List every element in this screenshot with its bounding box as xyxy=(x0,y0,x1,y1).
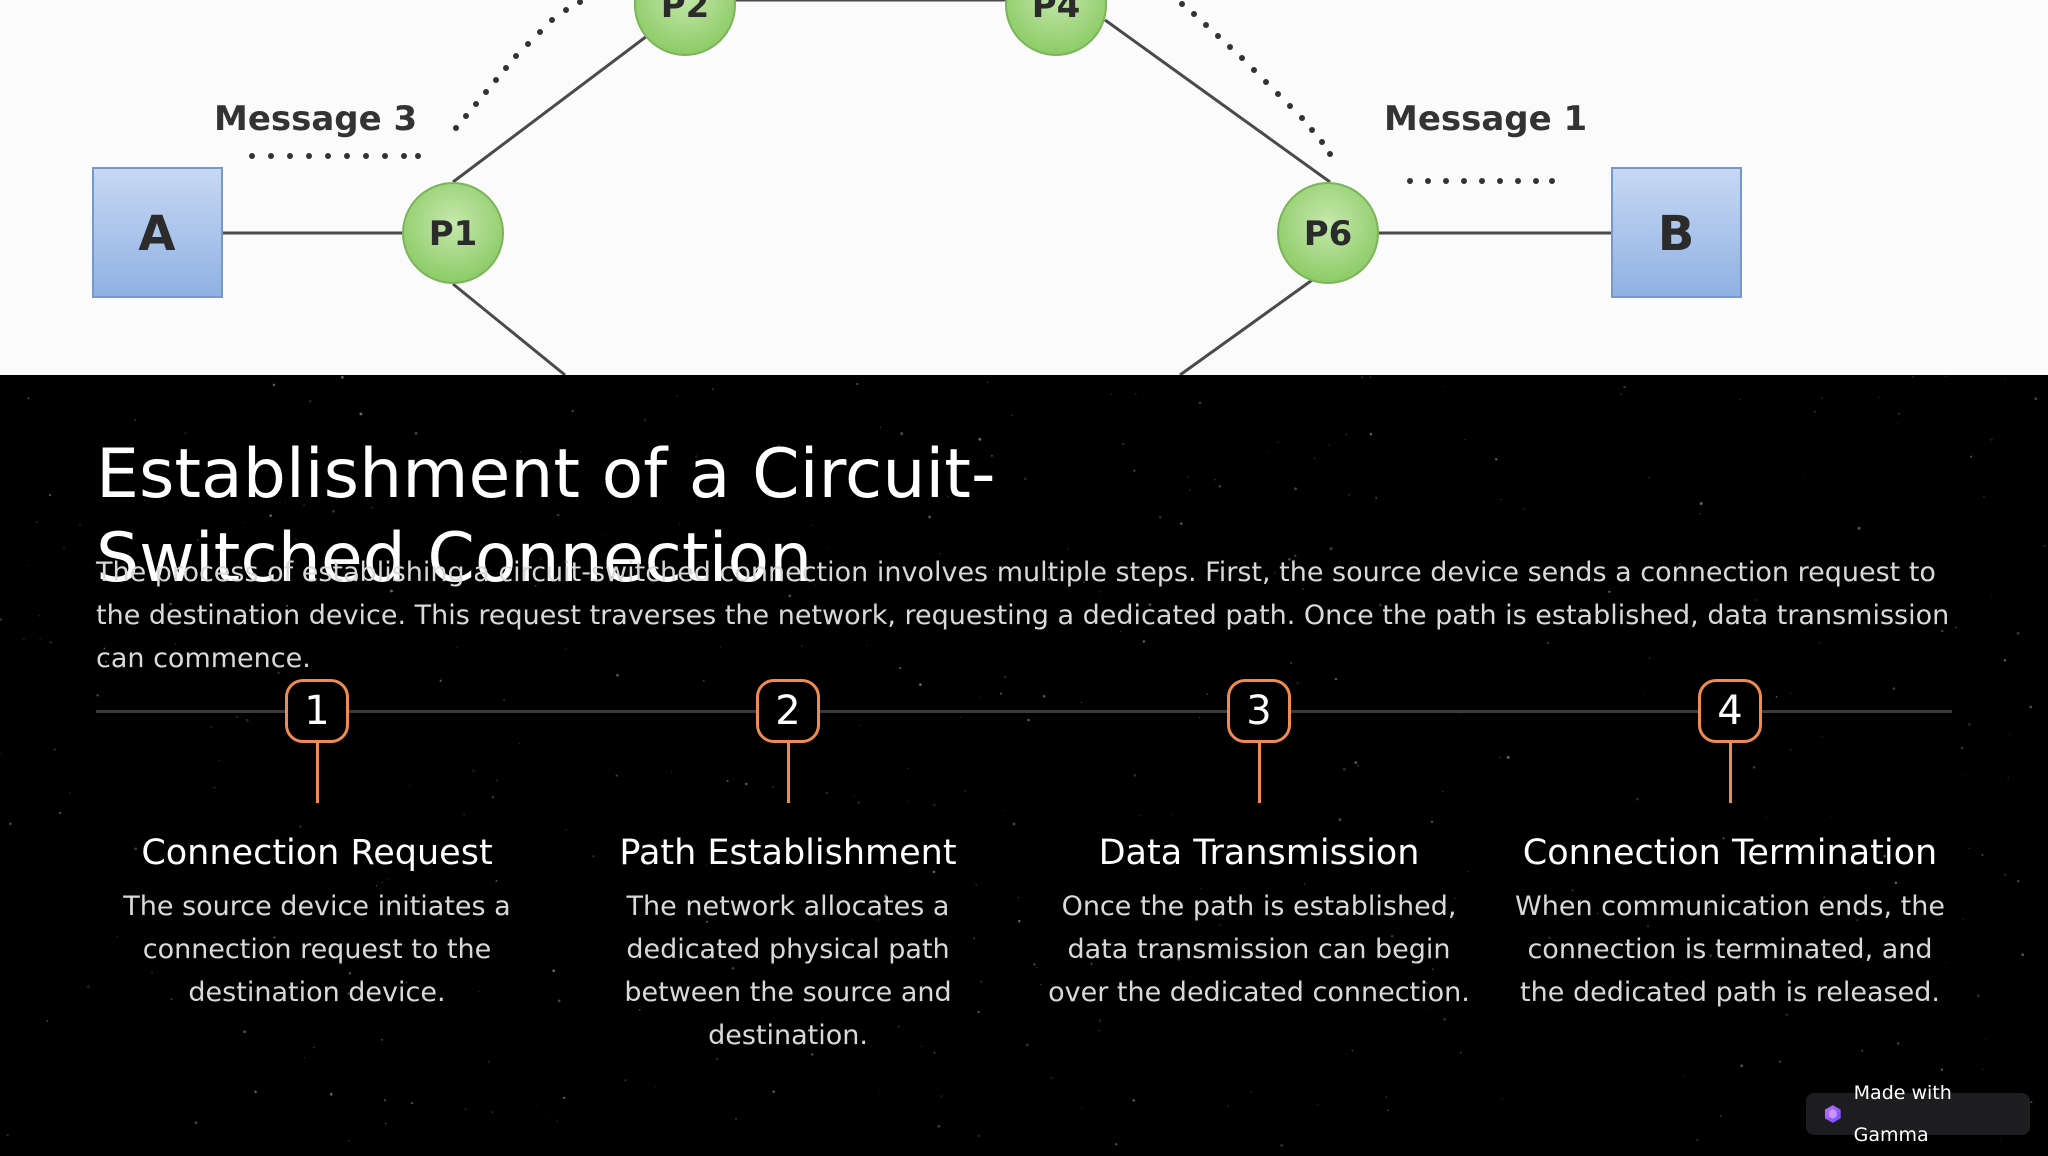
intro-paragraph: The process of establishing a circuit-sw… xyxy=(96,557,1950,674)
message-dots xyxy=(249,0,1555,184)
timeline-step-3: 3 Data Transmission Once the path is est… xyxy=(1024,679,1494,1014)
endpoint-a xyxy=(92,167,223,298)
circuit-switching-diagram: Message 3 Message 1 A B P1 P2 P4 P6 xyxy=(0,0,2048,375)
content-section: Establishment of a Circuit-Switched Conn… xyxy=(0,375,2048,1152)
endpoint-b-label: B xyxy=(1658,206,1695,262)
router-p6-label: P6 xyxy=(1304,214,1353,254)
step-number-badge: 1 xyxy=(285,679,349,743)
router-p2 xyxy=(634,0,736,56)
timeline-step-1: 1 Connection Request The source device i… xyxy=(82,679,552,1014)
timeline-step-4: 4 Connection Termination When communicat… xyxy=(1495,679,1965,1014)
step-description: The network allocates a dedicated physic… xyxy=(624,891,952,1051)
step-title: Connection Request xyxy=(141,833,493,873)
router-p6 xyxy=(1277,182,1379,284)
diagram-links xyxy=(222,0,1612,375)
step-description: When communication ends, the connection … xyxy=(1515,891,1945,1008)
step-connector xyxy=(1257,743,1261,803)
step-connector xyxy=(1728,743,1732,803)
step-connector xyxy=(315,743,319,803)
router-p2-label: P2 xyxy=(661,0,710,26)
router-p1-label: P1 xyxy=(429,214,478,254)
endpoint-a-label: A xyxy=(138,206,175,262)
step-description: The source device initiates a connection… xyxy=(123,891,511,1008)
message-1-label: Message 1 xyxy=(1384,99,1587,139)
router-p4-label: P4 xyxy=(1032,0,1081,26)
made-with-gamma-label: Made with Gamma xyxy=(1853,1082,1952,1146)
step-title: Path Establishment xyxy=(619,833,957,873)
gamma-logo-icon xyxy=(1824,1105,1841,1123)
endpoint-b xyxy=(1611,167,1742,298)
step-number-badge: 4 xyxy=(1698,679,1762,743)
step-connector xyxy=(786,743,790,803)
router-p4 xyxy=(1005,0,1107,56)
router-p1 xyxy=(402,182,504,284)
step-title: Data Transmission xyxy=(1098,833,1420,873)
step-number-badge: 2 xyxy=(756,679,820,743)
step-number-badge: 3 xyxy=(1227,679,1291,743)
step-title: Connection Termination xyxy=(1522,833,1938,873)
timeline-step-2: 2 Path Establishment The network allocat… xyxy=(553,679,1023,1057)
message-3-label: Message 3 xyxy=(214,99,417,139)
timeline-line xyxy=(96,710,1952,713)
page-title: Establishment of a Circuit-Switched Conn… xyxy=(96,435,996,598)
step-description: Once the path is established, data trans… xyxy=(1048,891,1470,1008)
made-with-gamma-button[interactable]: Made with Gamma xyxy=(1806,1082,2030,1146)
starfield-background xyxy=(0,375,2046,1152)
